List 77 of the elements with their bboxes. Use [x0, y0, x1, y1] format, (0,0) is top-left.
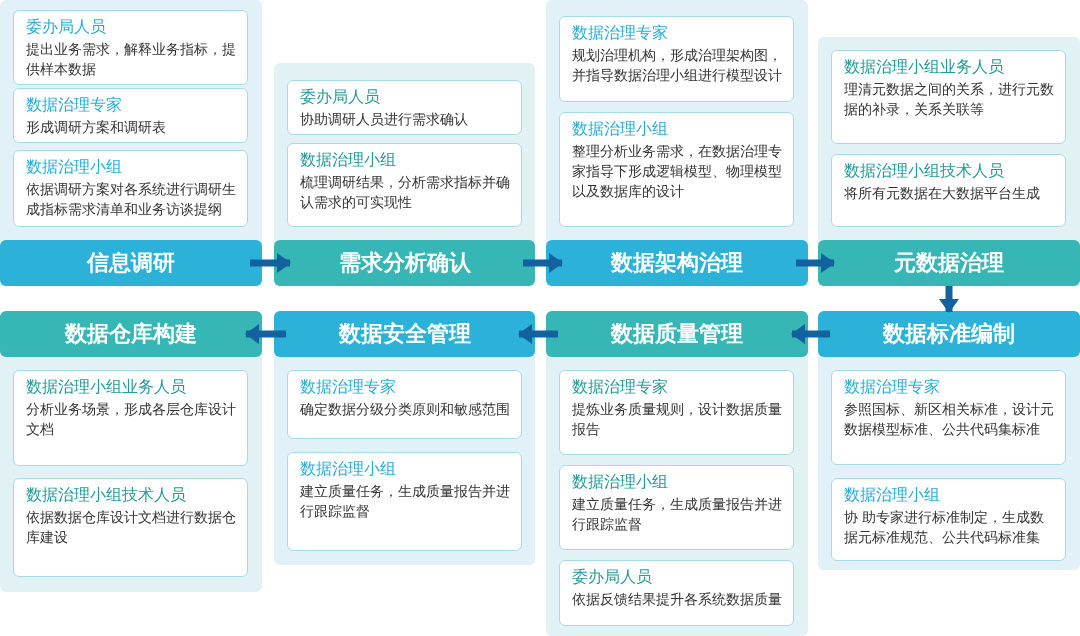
flow-arrow	[250, 253, 291, 273]
role-description: 整理分析业务需求，在数据治理专家指导下形成逻辑模型、物理模型以及数据库的设计	[572, 142, 783, 201]
role-title: 数据治理小组业务人员	[26, 377, 187, 397]
role-card	[13, 88, 248, 143]
stage-title: 数据标准编制	[818, 311, 1080, 357]
stage-panel	[818, 37, 1080, 286]
role-title: 数据治理小组	[300, 150, 397, 170]
role-description: 依据调研方案对各系统进行调研生成指标需求清单和业务访谈提纲	[26, 180, 237, 219]
flow-arrow	[245, 324, 286, 344]
role-description: 参照国标、新区相关标准，设计元数据模型标准、公共代码集标准	[844, 400, 1055, 439]
stage-panel	[546, 0, 808, 286]
role-card	[559, 16, 794, 102]
stage-panel	[818, 311, 1080, 570]
role-description: 确定数据分级分类原则和敏感范围	[300, 400, 511, 419]
flow-arrow	[518, 324, 558, 344]
stage-title: 信息调研	[0, 240, 262, 286]
stage-title: 需求分析确认	[274, 240, 535, 286]
role-title: 委办局人员	[26, 17, 107, 37]
role-title: 数据治理小组	[26, 157, 123, 177]
role-description: 建立质量任务，生成质量报告并进行跟踪监督	[300, 482, 511, 521]
stage-title: 元数据治理	[818, 240, 1080, 286]
flow-arrow	[791, 324, 830, 344]
role-description: 理清元数据之间的关系，进行元数据的补录，关系关联等	[844, 80, 1055, 119]
role-description: 建立质量任务，生成质量报告并进行跟踪监督	[572, 495, 783, 534]
role-title: 数据治理小组	[300, 459, 397, 479]
role-card	[13, 370, 248, 466]
role-card	[13, 478, 248, 577]
role-card	[559, 465, 794, 550]
role-title: 数据治理小组技术人员	[26, 485, 187, 505]
role-card	[287, 80, 522, 135]
role-card	[831, 50, 1066, 144]
stage-panel	[0, 0, 262, 286]
role-description: 梳理调研结果，分析需求指标并确认需求的可实现性	[300, 173, 511, 212]
stage-panel	[546, 311, 808, 636]
role-card	[13, 150, 248, 227]
role-card	[559, 560, 794, 626]
stage-title: 数据安全管理	[274, 311, 535, 357]
stage-panel	[274, 311, 535, 565]
role-description: 协助调研人员进行需求确认	[300, 110, 469, 129]
role-title: 数据治理专家	[572, 377, 669, 397]
stage-panel	[274, 63, 535, 286]
role-description: 提炼业务质量规则，设计数据质量报告	[572, 400, 783, 439]
role-card	[831, 370, 1066, 465]
role-description: 依据数据仓库设计文档进行数据仓库建设	[26, 508, 237, 547]
stage-title: 数据架构治理	[546, 240, 808, 286]
role-description: 分析业务场景，形成各层仓库设计文档	[26, 400, 237, 439]
role-title: 数据治理专家	[300, 377, 397, 397]
role-title: 数据治理小组业务人员	[844, 57, 1005, 77]
role-description: 提出业务需求，解释业务指标，提供样本数据	[26, 40, 237, 79]
role-description: 形成调研方案和调研表	[26, 118, 167, 137]
role-card	[831, 154, 1066, 227]
flow-arrow	[796, 253, 835, 273]
stage-title: 数据仓库构建	[0, 311, 262, 357]
role-description: 将所有元数据在大数据平台生成	[844, 184, 1041, 203]
stage-panel	[0, 311, 262, 592]
role-title: 数据治理专家	[844, 377, 941, 397]
role-title: 委办局人员	[300, 87, 381, 107]
role-card	[13, 10, 248, 85]
role-card	[287, 452, 522, 551]
flow-arrow	[939, 286, 959, 313]
role-card	[559, 112, 794, 227]
role-title: 数据治理小组	[844, 485, 941, 505]
role-description: 依据反馈结果提升各系统数据质量	[572, 590, 783, 609]
role-card	[287, 370, 522, 439]
role-title: 数据治理小组技术人员	[844, 161, 1005, 181]
role-title: 委办局人员	[572, 567, 653, 587]
role-card	[287, 143, 522, 227]
stage-title: 数据质量管理	[546, 311, 808, 357]
role-title: 数据治理小组	[572, 119, 669, 139]
role-title: 数据治理专家	[26, 95, 123, 115]
role-title: 数据治理小组	[572, 472, 669, 492]
flow-arrow	[523, 253, 563, 273]
role-title: 数据治理专家	[572, 23, 669, 43]
role-description: 规划治理机构，形成治理架构图，并指导数据治理小组进行模型设计	[572, 46, 783, 85]
role-card	[559, 370, 794, 455]
role-description: 协 助专家进行标准制定，生成数据元标准规范、公共代码标准集	[844, 508, 1046, 547]
role-card	[831, 478, 1066, 561]
